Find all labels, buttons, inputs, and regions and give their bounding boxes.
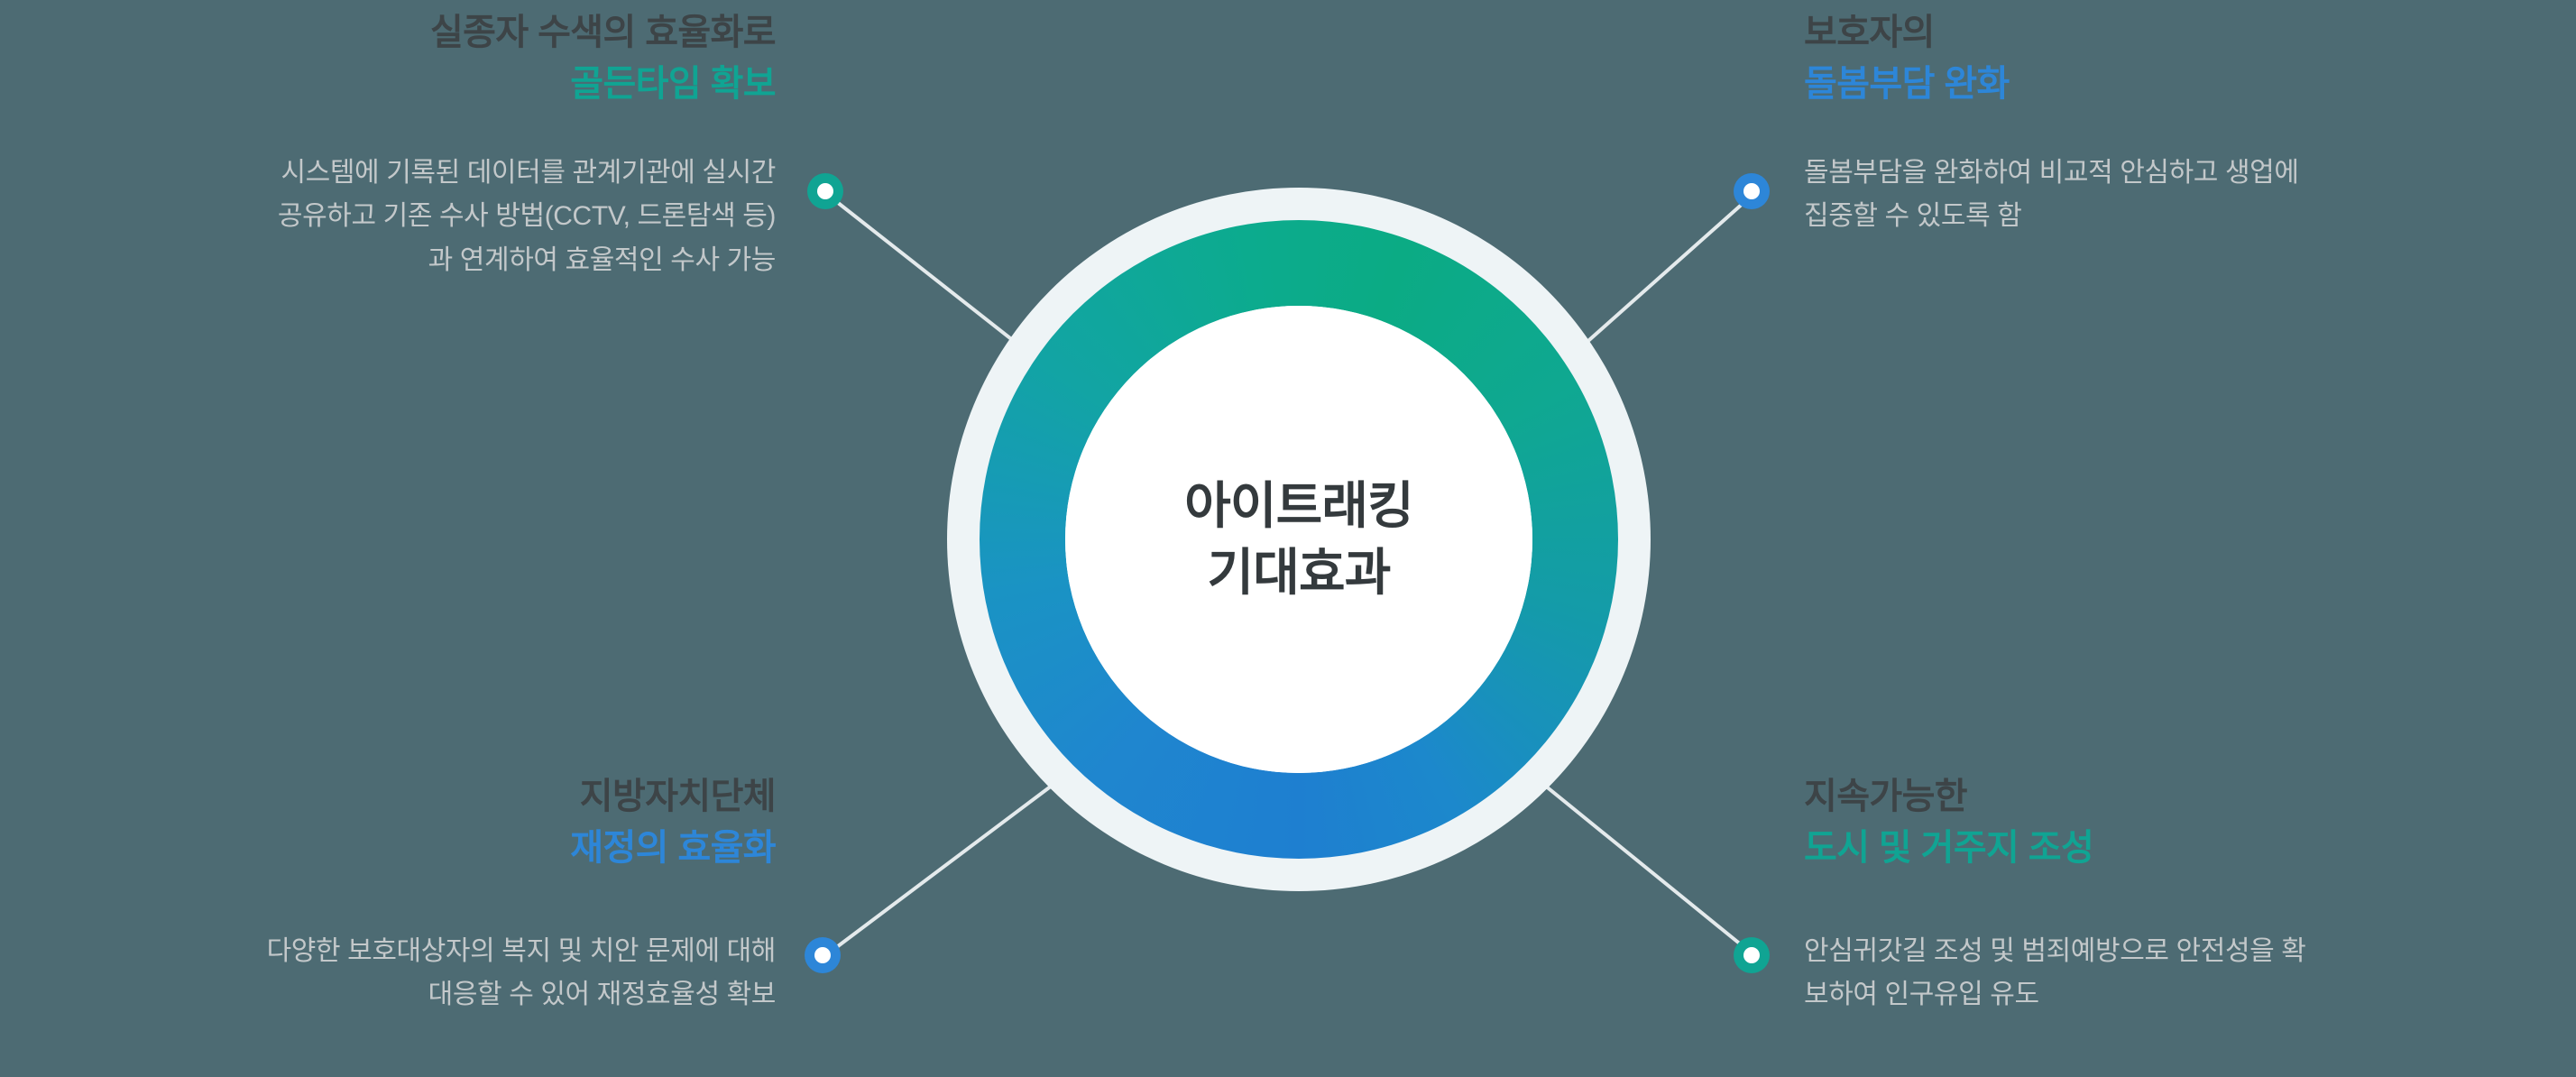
quadrant-bottom-left-heading-line-1: 지방자치단체 [579, 777, 777, 816]
quadrant-top-left-heading-line-1: 실종자 수색의 효율화로 [429, 13, 777, 52]
quadrant-top-right-heading-line-2: 돌봄부담 완화 [1804, 63, 2010, 104]
quadrant-top-left-heading-line-2: 골든타임 확보 [570, 63, 776, 104]
quadrant-bottom-left-heading-line-2: 재정의 효율화 [570, 827, 776, 868]
hub-title-line-1: 아이트래킹 [1184, 477, 1413, 535]
hub-core: 아이트래킹 기대효과 [1065, 306, 1532, 773]
node-dot-top-left[interactable] [807, 173, 843, 209]
node-dot-bottom-left[interactable] [805, 937, 841, 973]
quadrant-bottom-left: 지방자치단체 재정의 효율화 다양한 보호대상자의 복지 및 치안 문제에 대해… [0, 771, 777, 1017]
quadrant-bottom-right-body: 안심귀갓길 조성 및 범죄예방으로 안전성을 확 보하여 인구유입 유도 [1804, 935, 2306, 1010]
quadrant-bottom-right-heading-line-2: 도시 및 거주지 조성 [1804, 827, 2094, 868]
quadrant-bottom-left-body: 다양한 보호대상자의 복지 및 치안 문제에 대해 대응할 수 있어 재정효율성… [266, 935, 777, 1010]
node-dot-bottom-right[interactable] [1734, 937, 1770, 973]
node-dot-top-right[interactable] [1734, 173, 1770, 209]
quadrant-top-left: 실종자 수색의 효율화로 골든타임 확보 시스템에 기록된 데이터를 관계기관에… [0, 7, 777, 282]
quadrant-bottom-right-heading-line-1: 지속가능한 [1804, 777, 1968, 816]
center-hub: 아이트래킹 기대효과 [947, 188, 1651, 891]
quadrant-top-right-heading-line-1: 보호자의 [1804, 13, 1935, 52]
quadrant-bottom-right: 지속가능한 도시 및 거주지 조성 안심귀갓길 조성 및 범죄예방으로 안전성을… [1804, 771, 2576, 1017]
quadrant-top-right: 보호자의 돌봄부담 완화 돌봄부담을 완화하여 비교적 안심하고 생업에 집중할… [1804, 7, 2576, 239]
hub-title-line-2: 기대효과 [1207, 544, 1392, 601]
quadrant-top-left-body: 시스템에 기록된 데이터를 관계기관에 실시간 공유하고 기존 수사 방법(CC… [277, 157, 777, 275]
quadrant-top-right-body: 돌봄부담을 완화하여 비교적 안심하고 생업에 집중할 수 있도록 함 [1804, 157, 2299, 232]
